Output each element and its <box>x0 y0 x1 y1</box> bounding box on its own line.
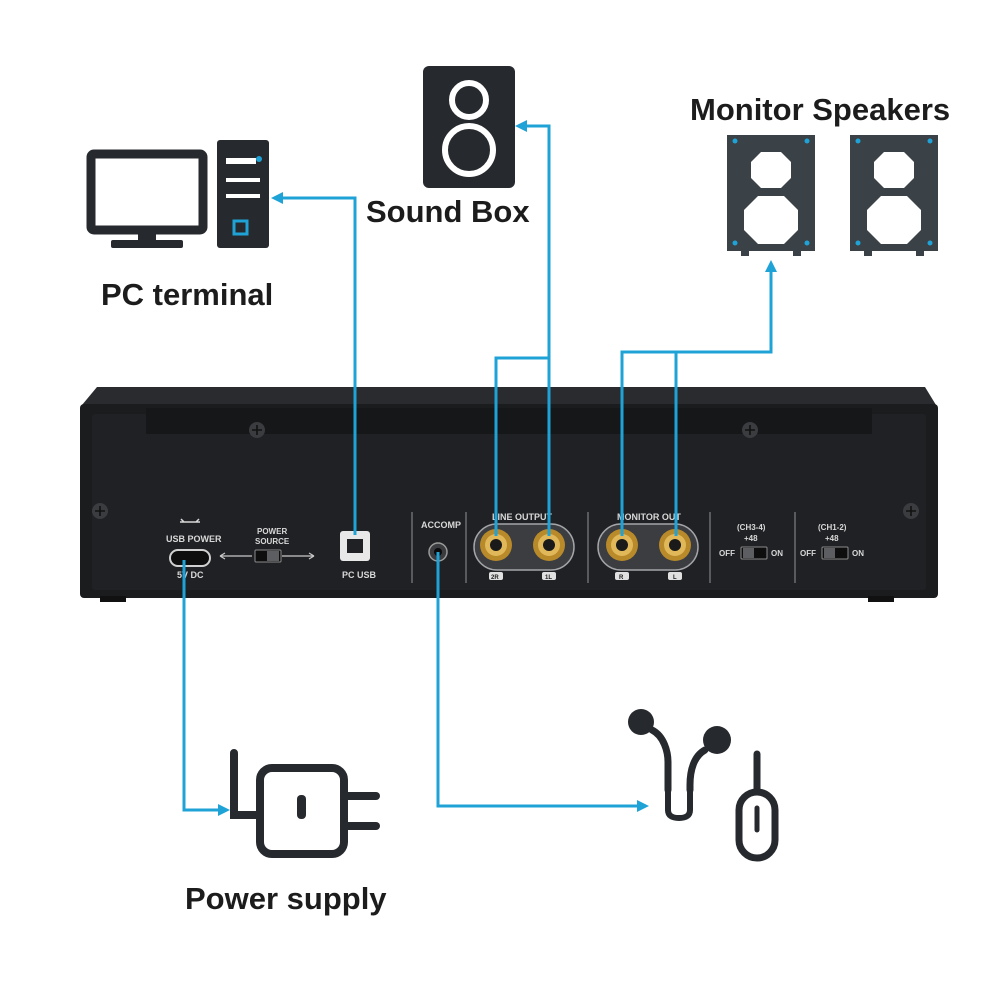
pc-tower-icon <box>217 140 269 248</box>
ch34-off-label: OFF <box>719 549 735 558</box>
monitor-speakers-label: Monitor Speakers <box>690 92 950 127</box>
power-dc-label: 5V DC <box>177 570 204 580</box>
wire-monitor-out <box>620 350 678 536</box>
screw <box>92 503 108 519</box>
monitor-speaker-icon <box>727 135 815 256</box>
wire-monitor-speakers <box>676 270 773 354</box>
usb-power-label: USB POWER <box>166 534 222 544</box>
computer-icon <box>86 140 269 248</box>
sound-box-label: Sound Box <box>366 194 530 229</box>
wire-power <box>182 560 221 812</box>
ch34-phantom-label: +48 <box>744 534 758 543</box>
monitor-out-label: MONITOR OUT <box>617 512 681 522</box>
power-supply-label: Power supply <box>185 881 387 916</box>
ch12-label: (CH1-2) <box>818 523 847 532</box>
speaker-icon <box>423 66 515 188</box>
monitor-icon <box>86 149 208 248</box>
pc-usb-label: PC USB <box>342 570 377 580</box>
ch34-label: (CH3-4) <box>737 523 766 532</box>
screw <box>742 422 758 438</box>
earphones-icon <box>628 709 779 862</box>
ch34-on-label: ON <box>771 549 783 558</box>
monitor-out-r-jack[interactable] <box>606 529 638 561</box>
line-1l-label: 1L <box>545 575 552 581</box>
monitor-out-l-jack[interactable] <box>659 529 691 561</box>
monitor-speaker-icon <box>850 135 938 256</box>
usb-c-power-port[interactable] <box>169 549 211 567</box>
power-source-label-1: POWER <box>257 527 287 536</box>
arrow-to-sound-box <box>515 120 527 132</box>
wire-sound-box <box>524 124 551 358</box>
monitor-l-label: L <box>673 575 677 581</box>
connection-wires <box>182 120 777 816</box>
ch12-phantom-label: +48 <box>825 534 839 543</box>
line-output-1l-jack[interactable] <box>533 529 565 561</box>
arrow-to-monitor-speakers <box>765 260 777 272</box>
arrow-to-pc <box>271 192 283 204</box>
screw <box>249 422 265 438</box>
wire-line-output <box>494 356 551 536</box>
power-source-label-2: SOURCE <box>255 537 290 546</box>
power-plug-icon <box>230 749 380 858</box>
wire-pc-usb <box>280 196 357 535</box>
screw <box>903 503 919 519</box>
ch12-off-label: OFF <box>800 549 816 558</box>
arrow-to-earphones <box>637 800 649 812</box>
arrow-to-power-supply <box>218 804 230 816</box>
line-output-2r-jack[interactable] <box>480 529 512 561</box>
wire-accomp <box>436 552 640 808</box>
ch12-on-label: ON <box>852 549 864 558</box>
audio-interface: USB POWER 5V DC POWER SOURCE PC USB ACCO… <box>80 387 938 602</box>
monitor-r-label: R <box>619 575 624 581</box>
pc-terminal-label: PC terminal <box>101 277 273 312</box>
line-2r-label: 2R <box>491 575 499 581</box>
line-output-label: LINE OUTPUT <box>492 512 553 522</box>
usb-icon <box>180 518 200 523</box>
accomp-label: ACCOMP <box>421 520 461 530</box>
